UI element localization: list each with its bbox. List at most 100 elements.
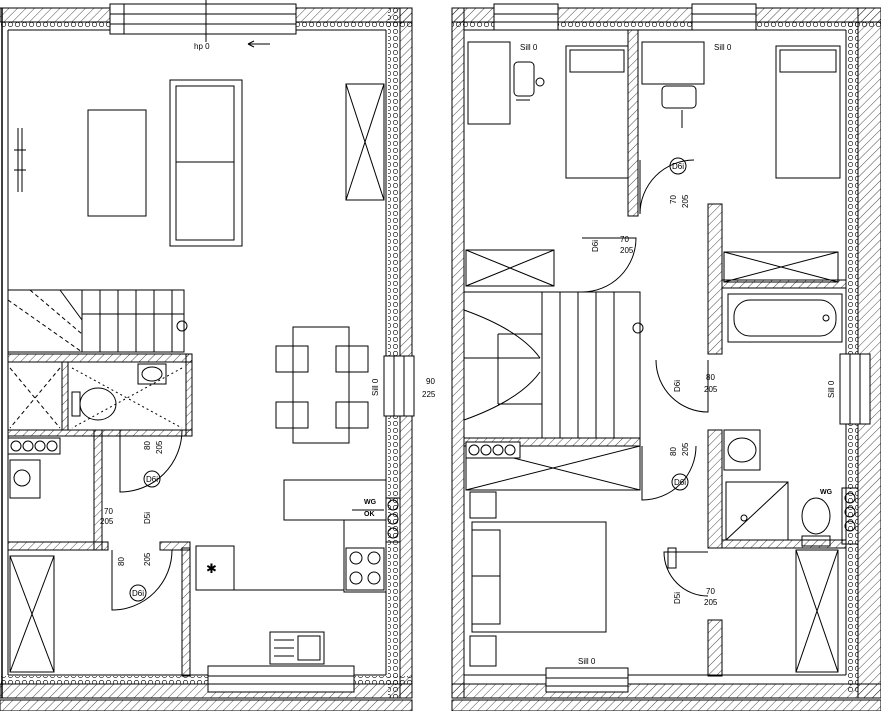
upper-floor-plan [451, 3, 881, 711]
door-tag-label: D6i [591, 240, 600, 252]
upper-staircase [463, 291, 644, 439]
chair [335, 345, 369, 373]
dim-label: 205 [100, 517, 114, 526]
dim-label: 70 [104, 507, 113, 516]
dim-label: 205 [681, 194, 690, 208]
dim-label: 225 [422, 390, 436, 399]
office-chair-icon [661, 85, 697, 128]
door-tag-label: D6i [672, 162, 684, 171]
upper-interior-walls [463, 29, 847, 677]
ground-staircase [7, 289, 188, 353]
dim-label: 80 [669, 447, 678, 456]
sill-label: Sill 0 [714, 43, 732, 52]
meter-row [7, 437, 61, 455]
dim-label: 80 [706, 373, 715, 382]
bottom-strip [0, 699, 413, 711]
dim-label: 70 [669, 195, 678, 204]
desk [467, 41, 511, 125]
annotations: hp 0 Sill 0 90 225 80 205 D6i D5i 70 205… [100, 42, 836, 666]
door-swing [639, 159, 695, 215]
radiator-left [14, 128, 26, 192]
ground-floor-outer-walls [0, 7, 413, 699]
bathtub [727, 293, 843, 343]
ground-bottom-window [207, 665, 355, 693]
closet-bottom-right [795, 549, 839, 673]
sill-label: Sill 0 [578, 657, 596, 666]
door-tag-label: D5i [673, 592, 682, 604]
door-swing [641, 445, 697, 501]
door-swing [581, 237, 637, 293]
ground-top-window [109, 3, 297, 35]
ground-wc [7, 353, 193, 437]
dim-label: 80 [117, 557, 126, 566]
chair [275, 345, 309, 373]
upper-top-window-right [691, 3, 757, 31]
door-tag [129, 584, 147, 602]
dining-table [292, 326, 350, 444]
kitchen [195, 479, 387, 665]
nightstand [469, 635, 497, 667]
door-swing [655, 359, 709, 413]
ground-right-window [383, 355, 415, 417]
ok-label: OK [364, 511, 375, 518]
desk [641, 41, 705, 85]
toilet [801, 497, 831, 547]
upper-floor-outer-walls [451, 7, 881, 699]
dim-label: 205 [704, 385, 718, 394]
sink-small [9, 459, 41, 499]
meter-row-upper [465, 441, 521, 459]
dim-label: 205 [681, 442, 690, 456]
wg-label: WG [820, 489, 833, 496]
upper-top-window-left [493, 3, 559, 31]
dim-label: 80 [143, 441, 152, 450]
dim-label: 205 [155, 440, 164, 454]
dim-label: 205 [620, 246, 634, 255]
dim-label: 70 [620, 235, 629, 244]
door-swing [663, 551, 709, 597]
door-tag [143, 470, 161, 488]
door-tag-label: D6i [146, 475, 158, 484]
sill-label: Sill 0 [520, 43, 538, 52]
chair [275, 401, 309, 429]
fan-icon: ✱ [206, 562, 217, 577]
door-swing [119, 429, 183, 493]
nightstand [469, 491, 497, 519]
wardrobe [723, 251, 839, 283]
sofa [169, 79, 243, 247]
dim-label: 205 [704, 598, 718, 607]
door-tag-label: D6i [673, 380, 682, 392]
wg-label: WG [364, 499, 377, 506]
dim-label: 70 [706, 587, 715, 596]
coffee-table [87, 109, 147, 217]
door-tag-label: D6i [132, 589, 144, 598]
door-swing [111, 549, 173, 611]
bottom-strip [451, 699, 881, 711]
double-bed [471, 521, 607, 633]
bed [565, 45, 629, 179]
ground-floor-plan: ✱ [0, 0, 415, 711]
meter-box-right [352, 497, 401, 543]
dim-label: 90 [426, 377, 435, 386]
washbasin [723, 429, 761, 471]
shower [725, 481, 789, 541]
wardrobe-right [345, 83, 385, 201]
dim-label: 205 [143, 552, 152, 566]
sill-label: Sill 0 [371, 378, 380, 396]
upper-bottom-window [545, 667, 629, 693]
door-tag [669, 157, 687, 175]
storage-closet [9, 555, 55, 673]
hp-label: hp 0 [194, 42, 210, 51]
wardrobe [465, 249, 555, 287]
office-chair-icon [513, 61, 545, 101]
chair [335, 401, 369, 429]
door-tag [671, 473, 689, 491]
ground-interior-walls [7, 429, 191, 677]
upper-right-window [839, 353, 871, 425]
meter-box-right-upper [841, 487, 859, 545]
wall-stub [667, 547, 677, 569]
sill-label: Sill 0 [827, 380, 836, 398]
door-tag-label: D5i [143, 512, 152, 524]
door-tag-label: D6i [674, 478, 686, 487]
bed [775, 45, 841, 179]
